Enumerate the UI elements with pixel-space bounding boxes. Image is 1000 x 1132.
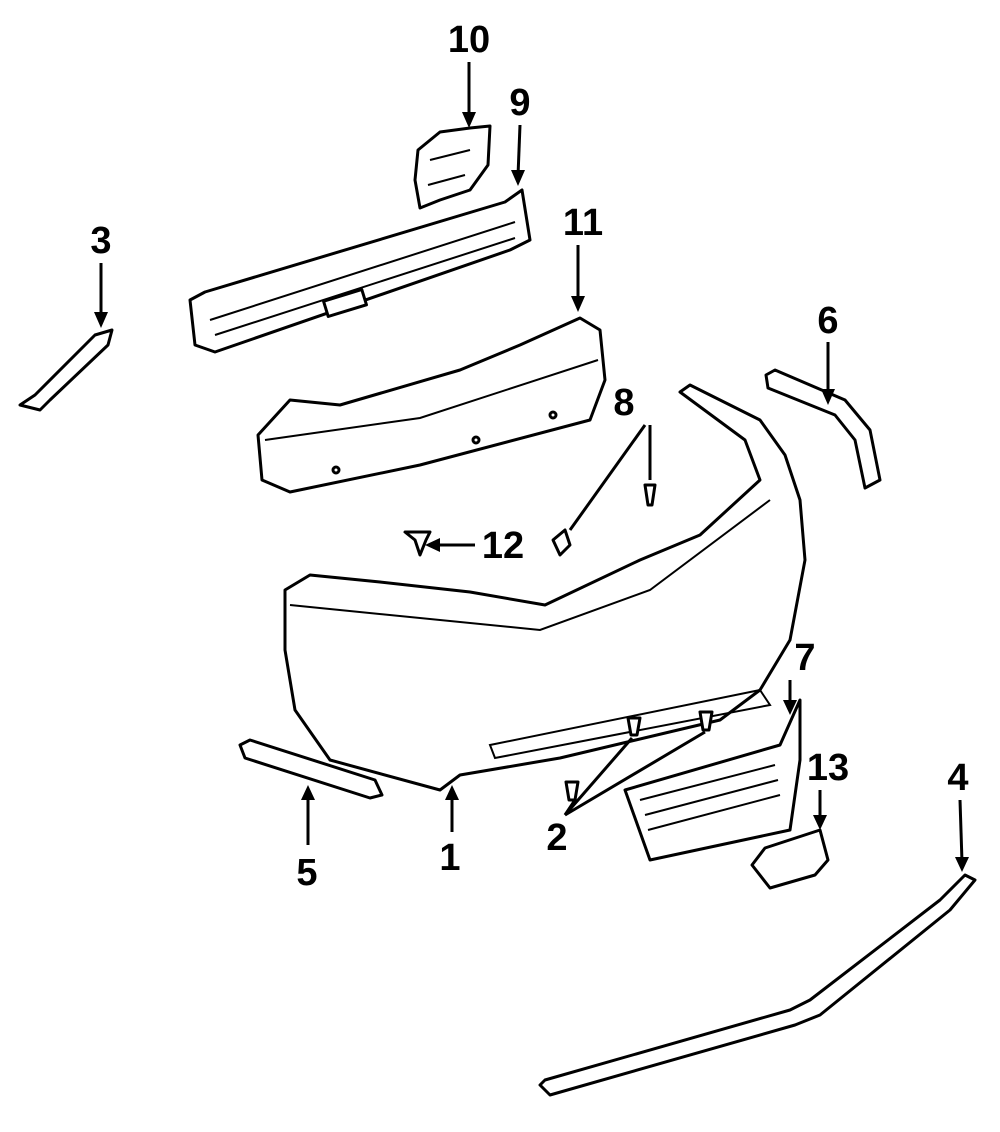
part-13-bracket	[750, 828, 830, 890]
part-11-absorber	[256, 316, 607, 494]
part-5-strip	[238, 738, 384, 800]
part-3-wire	[18, 328, 114, 412]
callout-10: 10	[448, 19, 490, 61]
part-1-bumper-cover	[283, 383, 807, 792]
callout-13: 13	[807, 747, 849, 789]
callout-7: 7	[794, 637, 815, 679]
part-6-strip	[764, 368, 882, 490]
callout-4: 4	[947, 757, 968, 799]
part-10-bracket	[413, 124, 492, 210]
callout-3: 3	[90, 220, 111, 262]
callout-11: 11	[563, 202, 603, 244]
part-12-clip	[403, 530, 432, 557]
leader-lines	[94, 62, 969, 872]
part-8-clip	[551, 483, 657, 557]
callout-12: 12	[482, 525, 524, 567]
callout-1: 1	[439, 837, 460, 879]
callout-5: 5	[296, 852, 317, 894]
callout-6: 6	[817, 300, 838, 342]
callout-2: 2	[546, 817, 567, 859]
part-4-strip	[538, 873, 977, 1097]
part-7-grille	[623, 698, 802, 862]
callout-8: 8	[613, 382, 634, 424]
callout-9: 9	[509, 82, 530, 124]
part-9-reinforcement	[188, 188, 532, 354]
